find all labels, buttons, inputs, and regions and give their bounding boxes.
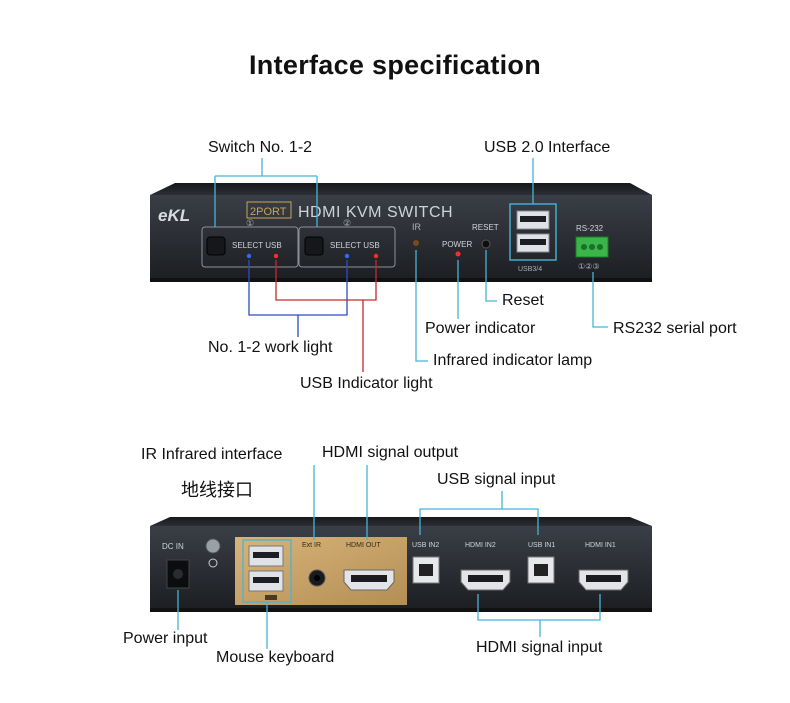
ir-label: IR [412, 222, 422, 232]
rs232-pins: ①②③ [578, 262, 600, 271]
hdmi-in2-slot [468, 575, 503, 582]
usb-in2-label: USB IN2 [412, 542, 439, 549]
dc-in-pin [173, 569, 183, 579]
rs232-callout-line [592, 272, 608, 328]
front-callout-lines [214, 158, 608, 372]
port2-number: ② [343, 218, 351, 228]
front-face [150, 195, 652, 280]
work-led-2 [344, 253, 350, 259]
hdmi-in1-slot [586, 575, 621, 582]
reset-button[interactable] [481, 239, 491, 249]
back-base [150, 608, 652, 612]
hdmi-in1-label: HDMI IN1 [585, 542, 616, 549]
callout-power-indicator: Power indicator [425, 320, 536, 337]
rs232-screw-3 [597, 244, 603, 250]
usb-input-callout-line [419, 491, 539, 535]
usb-in1-slot [534, 564, 548, 576]
usb-mouse-slot [253, 577, 279, 583]
reset-callout-line [485, 250, 497, 302]
usb-in1-label: USB IN1 [528, 542, 555, 549]
callout-hdmi-input: HDMI signal input [476, 639, 603, 656]
port1-number: ① [246, 218, 254, 228]
callout-usb-input: USB signal input [437, 471, 556, 488]
usb34-label: USB3/4 [518, 266, 542, 273]
hdmi-out-label: HDMI OUT [346, 542, 381, 549]
dc-in-label: DC IN [162, 542, 184, 551]
callout-hdmi-output: HDMI signal output [322, 444, 459, 461]
work-light-callout-line [248, 260, 348, 337]
select-usb-label-2: SELECT USB [330, 241, 380, 250]
rs232-screw-2 [589, 244, 595, 250]
callout-work-light: No. 1-2 work light [208, 339, 333, 356]
usb-led-1 [273, 253, 279, 259]
hdmi-input-callout-line [477, 594, 601, 637]
ground-screw[interactable] [205, 538, 221, 554]
usb-led-2 [373, 253, 379, 259]
front-base [150, 278, 652, 282]
back-top-face [150, 517, 652, 526]
usb-in1-port[interactable] [527, 556, 555, 584]
back-panel: DC IN Ext IR HDMI OUT USB IN2 HDMI IN2 U… [150, 517, 652, 612]
callout-infrared-lamp: Infrared indicator lamp [433, 352, 593, 369]
switch-button-1[interactable] [206, 236, 226, 256]
brand-logo: eKL [158, 206, 190, 225]
usb-in2-slot [419, 564, 433, 576]
callout-power-input: Power input [123, 630, 208, 647]
keyboard-symbol [265, 595, 277, 600]
front-top-face [150, 183, 652, 195]
callout-reset: Reset [502, 292, 544, 309]
port-badge: 2PORT [250, 206, 287, 218]
front-panel: eKL 2PORT HDMI KVM SWITCH ① ② SELECT USB… [150, 183, 652, 282]
ir-window [413, 240, 419, 246]
callout-ir-interface: IR Infrared interface [141, 446, 283, 463]
rs232-panel-label: RS-232 [576, 224, 604, 233]
rs232-screw-1 [581, 244, 587, 250]
reset-label: RESET [472, 223, 499, 232]
hdmi-out-slot [351, 575, 387, 582]
callout-rs232: RS232 serial port [613, 320, 737, 337]
callout-switch: Switch No. 1-2 [208, 139, 313, 156]
product-name: HDMI KVM SWITCH [298, 204, 453, 221]
select-usb-label-1: SELECT USB [232, 241, 282, 250]
power-led [455, 251, 461, 257]
work-led-1 [246, 253, 252, 259]
hdmi-in2-label: HDMI IN2 [465, 542, 496, 549]
usb-indicator-callout-line [275, 260, 377, 372]
ground-symbol [208, 558, 218, 568]
ext-ir-hole [314, 575, 320, 581]
callout-mouse-keyboard: Mouse keyboard [216, 649, 335, 666]
callout-usb-indicator: USB Indicator light [300, 375, 433, 392]
usb-keyboard-slot [253, 552, 279, 558]
port-badge-frame [246, 201, 292, 219]
callout-ground: 地线接口 [181, 480, 253, 500]
port1-frame [201, 226, 299, 268]
switch-button-2[interactable] [304, 236, 324, 256]
ext-ir-label: Ext IR [302, 542, 321, 549]
power-label: POWER [442, 240, 472, 249]
usb-port-3-slot [520, 216, 546, 222]
switch-callout-line [214, 158, 318, 227]
infrared-callout-line [415, 250, 428, 362]
usb-port-4-slot [520, 239, 546, 245]
back-callout-lines [177, 465, 601, 649]
page-title: Interface specification [249, 50, 541, 80]
callout-usb-interface: USB 2.0 Interface [484, 139, 611, 156]
